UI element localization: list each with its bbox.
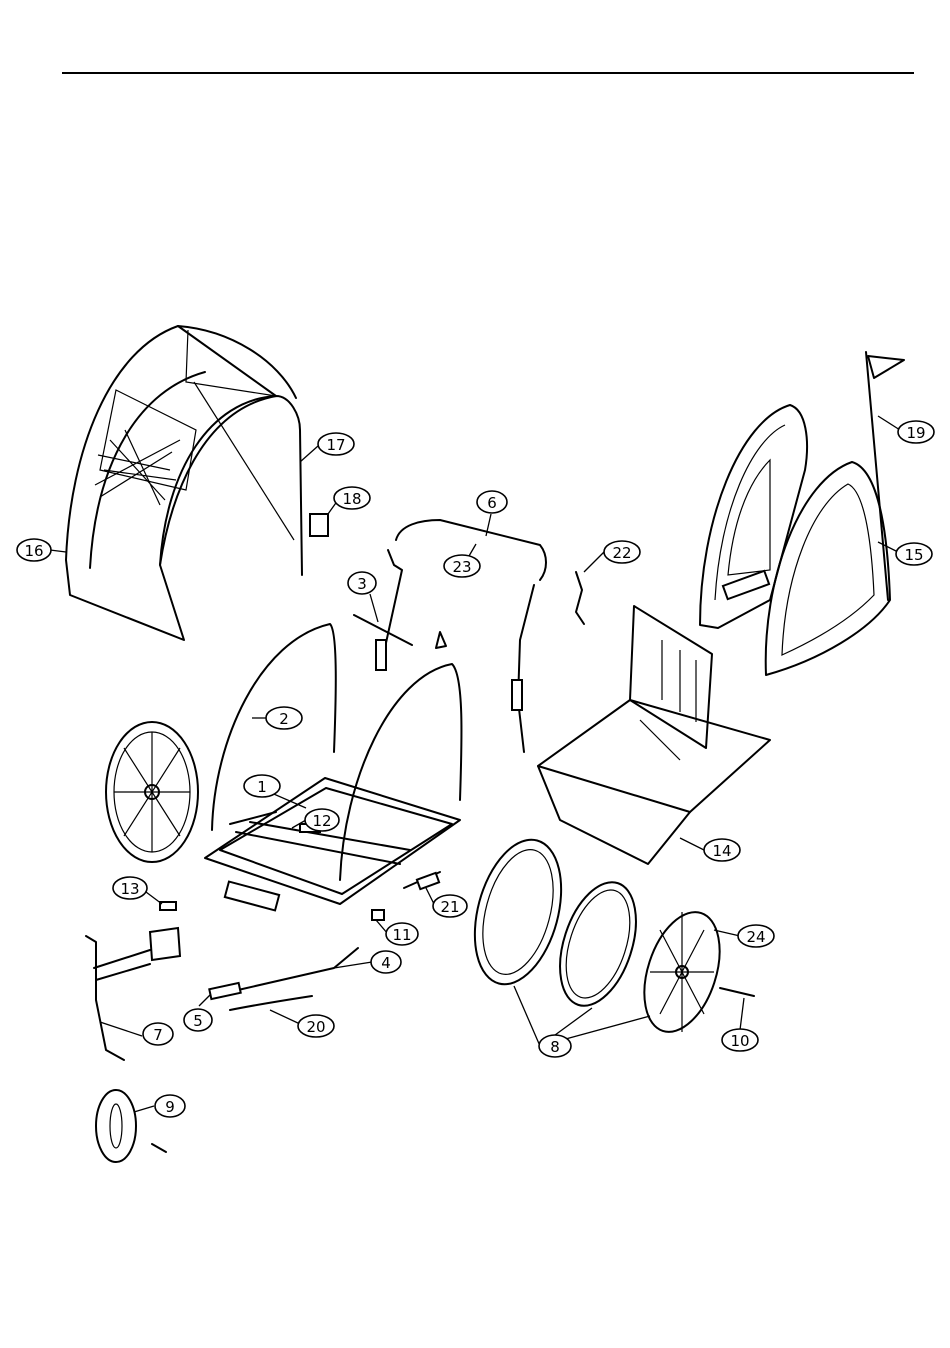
callout-7: 7: [143, 1023, 173, 1045]
callout-24: 24: [738, 925, 774, 947]
callout-label: 13: [120, 880, 139, 898]
callout-3: 3: [348, 572, 376, 594]
callout-label: 9: [165, 1098, 175, 1116]
callout-label: 14: [712, 842, 731, 860]
callout-label: 2: [279, 710, 289, 728]
callout-label: 20: [306, 1018, 325, 1036]
callout-22: 22: [604, 541, 640, 563]
callout-10: 10: [722, 1029, 758, 1051]
callout-5: 5: [184, 1009, 212, 1031]
callout-6: 6: [477, 491, 507, 513]
callouts: 1 2 3 4 5 6 7 8 9 10 11 12 13 14 15 16 1…: [17, 421, 934, 1117]
callout-label: 17: [326, 436, 345, 454]
callout-13: 13: [113, 877, 147, 899]
callout-label: 6: [487, 494, 497, 512]
callout-2: 2: [266, 707, 302, 729]
callout-11: 11: [386, 923, 418, 945]
callout-18: 18: [334, 487, 370, 509]
callout-label: 24: [746, 928, 765, 946]
callout-8: 8: [539, 1035, 571, 1057]
callout-label: 7: [153, 1026, 163, 1044]
callout-label: 8: [550, 1038, 560, 1056]
callout-label: 12: [312, 812, 331, 830]
canopy-cover: [66, 326, 328, 640]
callout-16: 16: [17, 539, 51, 561]
callout-label: 15: [904, 546, 923, 564]
base-frame: [205, 624, 462, 910]
side-panels: [700, 352, 904, 675]
callout-label: 11: [392, 926, 411, 944]
callout-1: 1: [244, 775, 280, 797]
callout-label: 18: [342, 490, 361, 508]
leader-lines: [50, 416, 900, 1112]
callout-20: 20: [298, 1015, 334, 1037]
callout-9: 9: [155, 1095, 185, 1117]
callout-label: 1: [257, 778, 267, 796]
callout-17: 17: [318, 433, 354, 455]
callout-15: 15: [896, 543, 932, 565]
callout-label: 21: [440, 898, 459, 916]
callout-label: 22: [612, 544, 631, 562]
callout-label: 16: [24, 542, 43, 560]
callout-label: 4: [381, 954, 391, 972]
callout-21: 21: [433, 895, 467, 917]
small-parts: [86, 824, 754, 1162]
callout-19: 19: [898, 421, 934, 443]
callout-4: 4: [371, 951, 401, 973]
seat: [538, 606, 770, 864]
callout-label: 10: [730, 1032, 749, 1050]
callout-label: 19: [906, 424, 925, 442]
callout-23: 23: [444, 555, 480, 577]
callout-14: 14: [704, 839, 740, 861]
callout-12: 12: [305, 809, 339, 831]
callout-label: 23: [452, 558, 471, 576]
callout-label: 5: [193, 1012, 203, 1030]
callout-label: 3: [357, 575, 367, 593]
